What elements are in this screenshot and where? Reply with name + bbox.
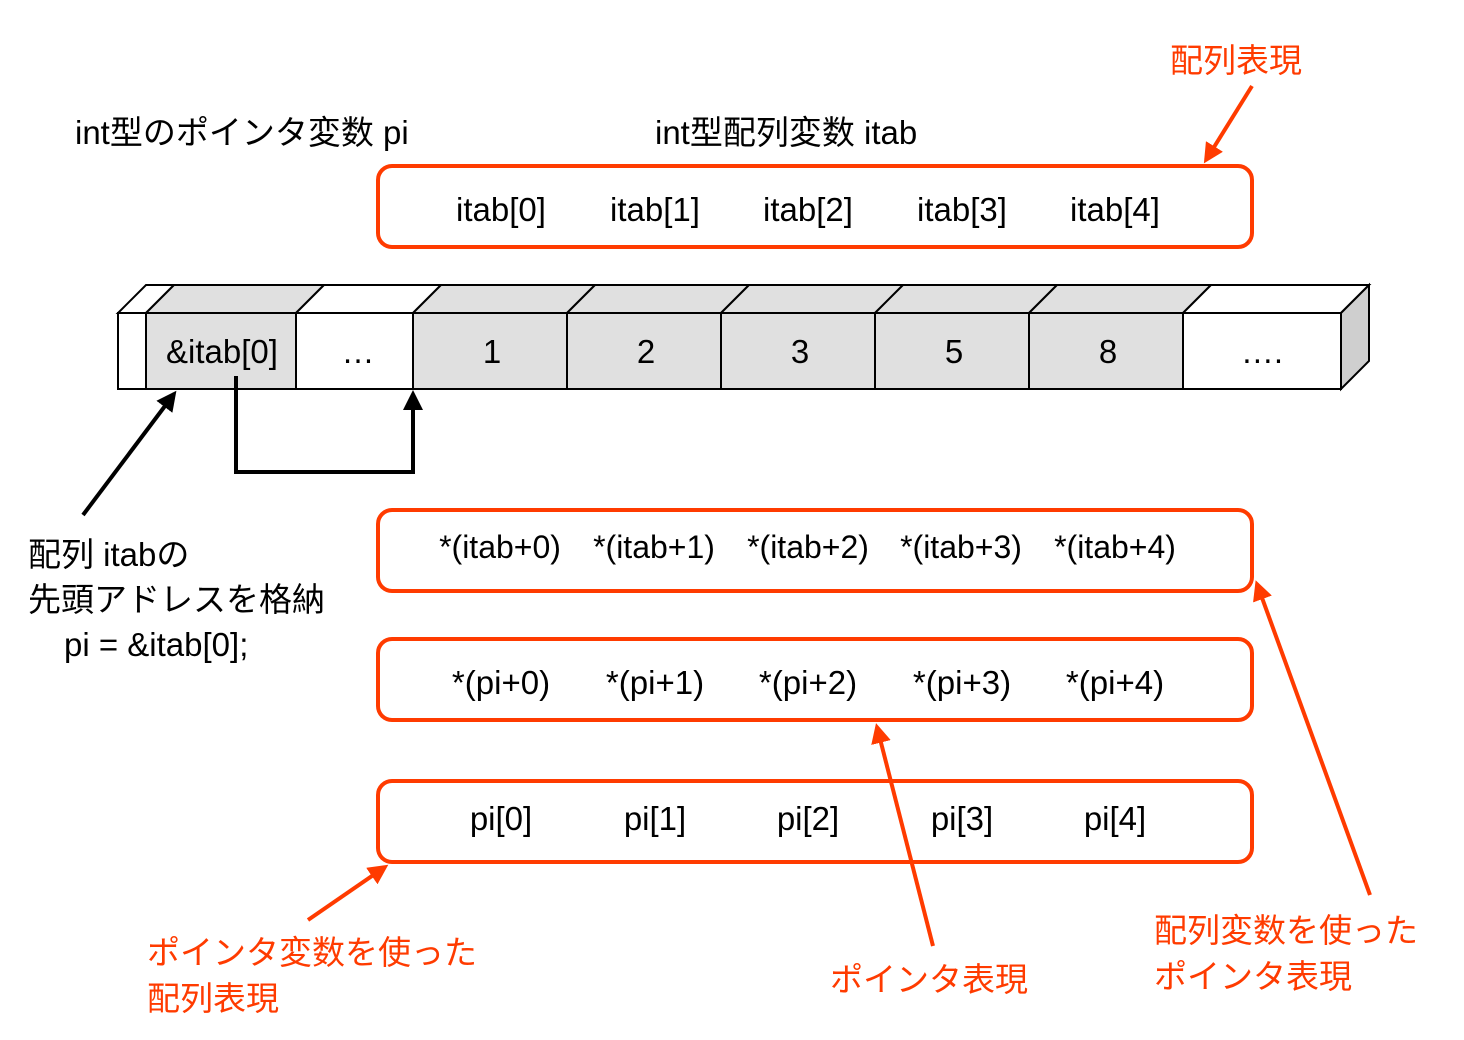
cell-front-2 bbox=[295, 312, 414, 390]
cell-label-7: 8 bbox=[1099, 333, 1117, 370]
pi-index-3: pi[3] bbox=[931, 800, 993, 837]
array-var-pointer-label: 配列変数を使った ポインタ表現 bbox=[1154, 908, 1418, 1000]
address-note-line-3: pi = &itab[0]; bbox=[64, 626, 249, 663]
pi-pointer-2: *(pi+2) bbox=[759, 664, 857, 701]
cell-label-2: … bbox=[342, 333, 375, 370]
pointer-var-array-label: ポインタ変数を使った 配列表現 bbox=[147, 930, 477, 1022]
address-note-line-2: 先頭アドレスを格納 bbox=[28, 581, 325, 618]
array-var-pointer-line-2: ポインタ表現 bbox=[1154, 958, 1352, 995]
pointer-var-array-line-1: ポインタ変数を使った bbox=[147, 934, 477, 971]
array-var-pointer-line-1: 配列変数を使った bbox=[1154, 912, 1418, 949]
cell-label-3: 1 bbox=[483, 333, 501, 370]
cell-top-1 bbox=[143, 284, 327, 314]
array-expr-arrow bbox=[1203, 84, 1254, 164]
itab-pointer-3: *(itab+3) bbox=[900, 529, 1022, 565]
array-pointer-arrow bbox=[1253, 580, 1372, 896]
cell-front-3 bbox=[412, 312, 568, 390]
cell-front-5 bbox=[720, 312, 876, 390]
pointer-expr-arrow bbox=[871, 723, 935, 947]
cell-top-3 bbox=[410, 284, 598, 314]
itab-index-0: itab[0] bbox=[456, 191, 546, 228]
pi-index-0: pi[0] bbox=[470, 800, 532, 837]
itab-pointer-4: *(itab+4) bbox=[1054, 529, 1176, 565]
cell-label-4: 2 bbox=[637, 333, 655, 370]
cell-front-8 bbox=[1182, 312, 1342, 390]
pi-index-box bbox=[376, 779, 1254, 864]
cell-top-6 bbox=[872, 284, 1060, 314]
cell-label-5: 3 bbox=[791, 333, 809, 370]
array-variable-label: int型配列変数 itab bbox=[655, 114, 918, 151]
address-note: 配列 itabの 先頭アドレスを格納 pi = &itab[0]; bbox=[28, 532, 325, 667]
pi-pointer-box bbox=[376, 637, 1254, 722]
itab-pointer-0: *(itab+0) bbox=[439, 529, 561, 565]
cell-top-7 bbox=[1026, 284, 1214, 314]
cell-front-0 bbox=[117, 312, 147, 390]
pi-pointer-4: *(pi+4) bbox=[1066, 664, 1164, 701]
pointer-link-arrow bbox=[234, 376, 423, 474]
pi-pointer-row: *(pi+0) *(pi+1) *(pi+2) *(pi+3) *(pi+4) bbox=[452, 664, 1164, 701]
cell-front-7 bbox=[1028, 312, 1184, 390]
itab-pointer-1: *(itab+1) bbox=[593, 529, 715, 565]
pointer-var-array-line-2: 配列表現 bbox=[147, 980, 279, 1017]
cell-label-6: 5 bbox=[945, 333, 963, 370]
pi-pointer-0: *(pi+0) bbox=[452, 664, 550, 701]
pointer-expression-label: ポインタ表現 bbox=[830, 961, 1028, 998]
itab-pointer-row: *(itab+0) *(itab+1) *(itab+2) *(itab+3) … bbox=[439, 529, 1176, 565]
cell-top-4 bbox=[564, 284, 752, 314]
itab-index-row: itab[0] itab[1] itab[2] itab[3] itab[4] bbox=[456, 191, 1160, 228]
itab-index-4: itab[4] bbox=[1070, 191, 1160, 228]
itab-pointer-2: *(itab+2) bbox=[747, 529, 869, 565]
itab-index-2: itab[2] bbox=[763, 191, 853, 228]
pi-index-2: pi[2] bbox=[777, 800, 839, 837]
memory-strip: &itab[0] … 1 2 3 5 8 …. bbox=[115, 282, 1372, 392]
itab-index-1: itab[1] bbox=[610, 191, 700, 228]
pointer-array-arrow bbox=[306, 864, 389, 922]
cell-label-8: …. bbox=[1241, 333, 1283, 370]
pi-index-row: pi[0] pi[1] pi[2] pi[3] pi[4] bbox=[470, 800, 1146, 837]
pi-pointer-1: *(pi+1) bbox=[606, 664, 704, 701]
itab-index-box bbox=[376, 164, 1254, 249]
pointer-variable-label: int型のポインタ変数 pi bbox=[75, 114, 409, 151]
cell-front-4 bbox=[566, 312, 722, 390]
cell-label-1: &itab[0] bbox=[166, 333, 278, 370]
itab-index-3: itab[3] bbox=[917, 191, 1007, 228]
itab-pointer-box bbox=[376, 508, 1254, 593]
address-note-line-1: 配列 itabの bbox=[28, 536, 190, 573]
note-arrow bbox=[81, 390, 177, 517]
pi-index-1: pi[1] bbox=[624, 800, 686, 837]
cell-top-5 bbox=[718, 284, 906, 314]
cell-top-8 bbox=[1180, 284, 1372, 314]
array-expression-label: 配列表現 bbox=[1170, 42, 1302, 79]
pi-pointer-3: *(pi+3) bbox=[913, 664, 1011, 701]
cell-front-1 bbox=[145, 312, 297, 390]
pi-index-4: pi[4] bbox=[1084, 800, 1146, 837]
